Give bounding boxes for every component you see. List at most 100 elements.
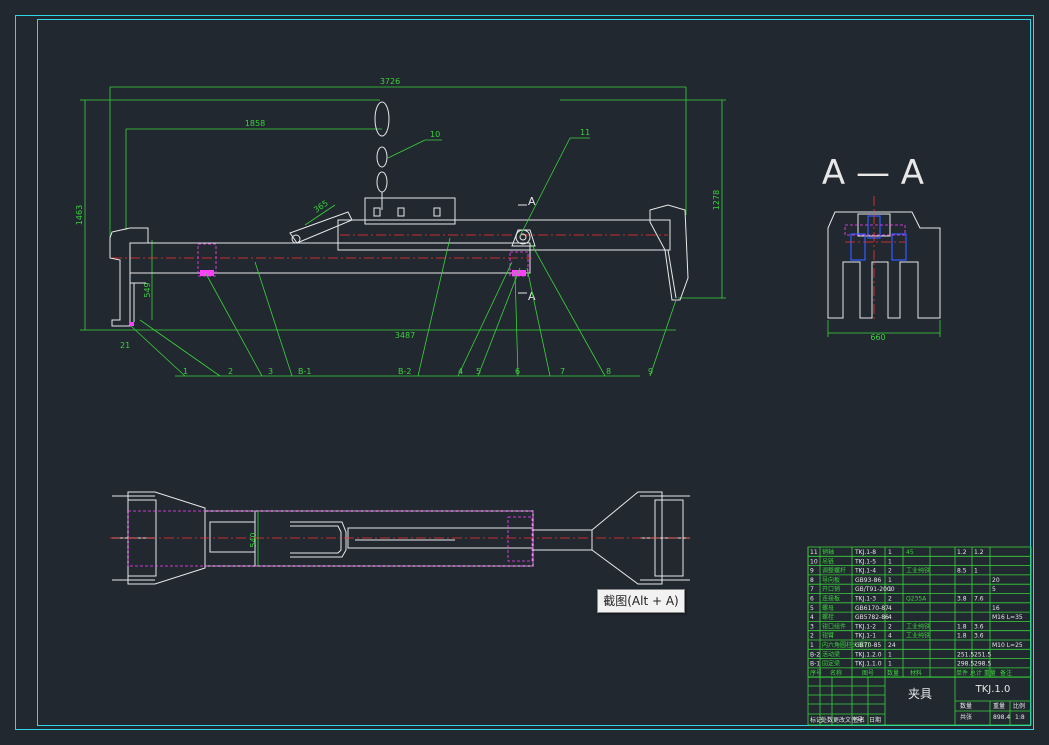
bom-row-qty: 1 — [888, 549, 892, 556]
title-count: 处数 — [821, 716, 833, 724]
bom-row-code: TKJ.1-5 — [854, 558, 876, 565]
bom-row-weight-total: 7.6 — [974, 596, 984, 603]
bom-row-qty: 4 — [888, 605, 892, 612]
balloon-5: 5 — [476, 367, 481, 376]
bom-row-code: GB5782-86 — [855, 614, 889, 621]
dim-plan-width: 540 — [249, 532, 258, 547]
bom-row-name: 吊链 — [822, 557, 834, 565]
balloon-b1: B-1 — [298, 367, 311, 376]
bom-row-qty: 1 — [888, 577, 892, 584]
bom-row-no: 4 — [810, 614, 814, 621]
bom-row-qty: 24 — [888, 642, 896, 649]
bom-row-weight-unit: 251.5 — [957, 651, 974, 658]
bom-row-qty: 2 — [888, 596, 892, 603]
bom-row-code: TKJ.1-1 — [854, 633, 876, 640]
bom-row-code: TKJ.1.2.0 — [854, 651, 882, 658]
bom-header-code: 图号 — [862, 670, 874, 677]
bom-row-name: 钳臂 — [822, 632, 834, 640]
bom-row-weight-total: 1.2 — [974, 549, 984, 556]
bom-row-no: 8 — [810, 577, 814, 584]
bom-row-weight-unit: 1.2 — [957, 549, 967, 556]
bom-header-name: 名称 — [830, 669, 842, 677]
bom-row-code: GB/T91-2000 — [855, 586, 895, 593]
bom-row-code: TKJ.1.1.0 — [854, 661, 882, 668]
bom-row-note: 5 — [992, 586, 996, 593]
balloon-3: 3 — [268, 367, 273, 376]
screenshot-tooltip: 截图(Alt + A) — [597, 589, 685, 613]
bom-row-weight-total: 3.6 — [974, 623, 984, 630]
bom-row-no: 6 — [810, 596, 814, 603]
plan-view: 540 — [110, 491, 690, 585]
title-block: 标记 处数 更改文件号 签名 日期 夹具 TKJ.1.0 数量 重量 比例 89… — [807, 676, 1032, 726]
dim-total-height: 1463 — [75, 205, 84, 225]
bom-row-qty: 1 — [888, 558, 892, 565]
bom-row-weight-unit: 3.8 — [957, 596, 967, 603]
balloon-4: 4 — [458, 367, 463, 376]
outer-frame — [15, 15, 1034, 730]
bom-row-weight-total: 3.6 — [974, 633, 984, 640]
dim-right-height: 1278 — [712, 190, 721, 210]
bom-row-note: M10 L=25 — [992, 642, 1023, 649]
bom-row-material: 工业纯铁 — [906, 632, 930, 640]
bom-row-material: 45 — [906, 549, 914, 556]
section-title: A — A — [822, 153, 924, 193]
bom-header-material: 材料 — [910, 669, 922, 677]
bom-row-name: 销轴 — [822, 548, 834, 556]
title-sign: 签名 — [853, 716, 865, 724]
section-mark-bottom: A — [528, 290, 536, 303]
title-change-doc: 更改文件号 — [833, 716, 863, 724]
bom-row-code: GB93-86 — [855, 577, 881, 584]
bom-row-name: 螺栓 — [822, 613, 834, 621]
bom-row-no: 2 — [810, 633, 814, 640]
bom-row-no: 10 — [810, 558, 818, 565]
balloon-labels: 1 2 3 B-1 B-2 4 5 6 7 8 9 10 11 — [183, 128, 653, 376]
inner-frame — [37, 19, 1031, 726]
bom-row-weight-total: 251.5 — [974, 651, 991, 658]
quantity-label: 数量 — [960, 702, 972, 710]
bom-header-qty: 数量 — [887, 669, 899, 677]
bom-row-code: TKJ.1-8 — [854, 549, 876, 556]
balloon-b2: B-2 — [398, 367, 411, 376]
bom-row-note: 20 — [992, 577, 1000, 584]
bom-row-name: 连接板 — [822, 595, 840, 603]
balloon-6: 6 — [515, 367, 520, 376]
bom-header-note: 备注 — [1000, 669, 1012, 677]
bom-row-qty: 2 — [888, 623, 892, 630]
section-mark-top: A — [528, 195, 536, 208]
bom-header-weight: 单件 总计 重量 — [956, 669, 996, 677]
dim-link: 365 — [312, 199, 330, 215]
bom-row-no: 7 — [810, 586, 814, 593]
bom-row-weight-total: 298.5 — [974, 661, 991, 668]
title-date: 日期 — [869, 716, 881, 724]
bom-row-weight-total: 1 — [974, 568, 978, 575]
bom-row-material: Q235A — [906, 596, 927, 603]
bom-row-weight-unit: 298.5 — [957, 661, 974, 668]
bom-row-qty: 4 — [888, 633, 892, 640]
bom-row-material: 工业纯铁 — [906, 622, 930, 630]
dim-overall-length: 3726 — [380, 77, 400, 86]
bom-row-name: 导向板 — [822, 576, 840, 584]
balloon-9: 9 — [648, 367, 653, 376]
bom-row-name: 调整螺杆 — [822, 567, 846, 575]
balloon-11: 11 — [580, 128, 590, 137]
bom-row-weight-unit: 8.5 — [957, 568, 967, 575]
bom-row-qty: 1 — [888, 651, 892, 658]
section-view: A — A 660 — [822, 153, 941, 342]
bom-row-code: TKJ.1-3 — [854, 596, 876, 603]
balloon-8: 8 — [606, 367, 611, 376]
bom-row-code: GB6170-87 — [855, 605, 889, 612]
bom-row-no: 11 — [810, 549, 818, 556]
bom-row-no: 3 — [810, 623, 814, 630]
part-name: 夹具 — [908, 687, 932, 701]
sheet-label: 共张 — [960, 713, 972, 721]
bom-row-name: 螺母 — [822, 604, 834, 612]
bom-row-name: 活动梁 — [822, 650, 840, 658]
bom-row-no: 1 — [810, 642, 814, 649]
dim-inner-length: 1858 — [245, 119, 265, 128]
bom-row-qty: 4 — [888, 614, 892, 621]
bom-row-code: GB70-85 — [855, 642, 881, 649]
bom-row-no: 9 — [810, 568, 814, 575]
front-view: 3726 1858 1463 1278 3487 549 365 21 — [75, 77, 726, 377]
